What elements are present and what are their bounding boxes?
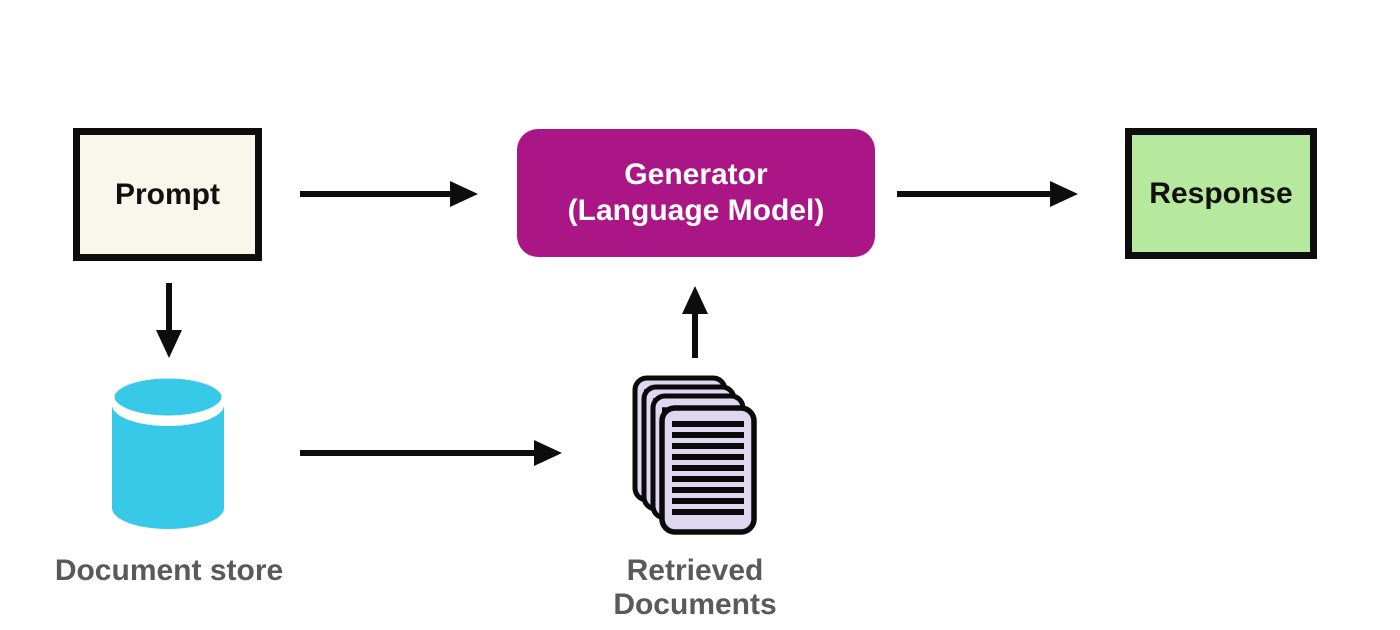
arrow-retrieved-documents-to-generator [682,286,708,358]
generator-label-line1: Generator [624,158,768,191]
arrow-prompt-to-generator [300,181,478,207]
retrieved-documents-label: Retrieved Documents [613,554,777,621]
arrow-generator-to-response [897,181,1078,207]
document-store-label: Document store [54,554,284,587]
arrow-prompt-to-document-store [156,283,182,358]
response-label: Response [1149,176,1293,210]
database-cylinder-icon [109,373,227,529]
retrieved-documents-node [628,374,763,544]
arrow-document-store-to-retrieved-documents [300,440,562,466]
document-stack-icon [632,375,757,535]
document-store-node [104,370,232,545]
prompt-label: Prompt [115,177,220,211]
generator-node: Generator (Language Model) [517,129,875,257]
response-node: Response [1125,128,1317,259]
prompt-node: Prompt [73,128,262,261]
generator-label-line2: (Language Model) [567,194,825,227]
